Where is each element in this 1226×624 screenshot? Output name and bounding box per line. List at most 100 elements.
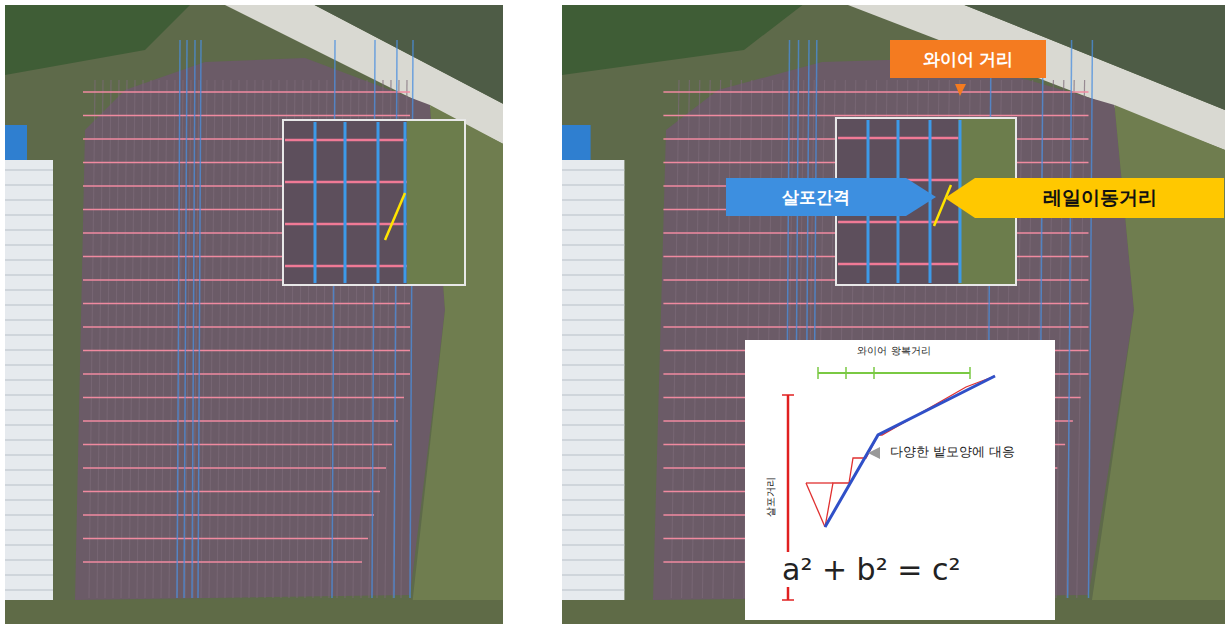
greenhouse-rib — [562, 545, 624, 546]
wire-line — [663, 303, 1088, 305]
wire-line — [83, 514, 374, 516]
greenhouse-rib — [5, 560, 53, 561]
greenhouse-rib — [562, 485, 624, 486]
greenhouse-rib — [5, 200, 53, 201]
diagram-label: 와이어 왕복거리 — [855, 344, 932, 358]
wire-line — [83, 303, 410, 305]
crop-row — [249, 80, 255, 598]
callout-pointer — [955, 84, 966, 96]
callout-text: 살포간격 — [782, 186, 850, 209]
crop-row — [1077, 80, 1085, 598]
diagram-label: 살포거리 — [764, 475, 778, 519]
greenhouse-rib — [5, 485, 53, 486]
wire-line — [83, 561, 362, 563]
greenhouse-rib — [562, 530, 624, 531]
greenhouse-rib — [562, 440, 624, 441]
crop-row — [713, 80, 721, 598]
callout-fill — [890, 40, 1046, 78]
rail-move-line — [934, 185, 951, 226]
ground — [5, 5, 503, 624]
greenhouse-rib — [562, 560, 624, 561]
greenhouse-rib — [5, 335, 53, 336]
callout-fill — [945, 178, 1224, 218]
greenhouse-rib — [562, 365, 624, 366]
inset-diagram — [745, 340, 1055, 620]
grass — [407, 121, 464, 284]
rail-line — [404, 122, 407, 283]
wire-line — [83, 326, 410, 328]
crop-row — [273, 80, 279, 598]
greenhouse-rib — [562, 395, 624, 396]
greenhouse-rib — [5, 245, 53, 246]
crop-row — [233, 80, 239, 598]
crop-row — [97, 80, 103, 598]
greenhouse-rib — [5, 590, 53, 591]
crop-row — [702, 80, 710, 598]
greenhouse-rib — [5, 230, 53, 231]
greenhouse-rib — [562, 470, 624, 471]
greenhouse-rib — [5, 395, 53, 396]
crop-row — [129, 80, 135, 598]
greenhouse-rib — [5, 440, 53, 441]
building — [5, 125, 27, 160]
greenhouse-rib — [562, 290, 624, 291]
crop-row — [734, 80, 742, 598]
crop-row — [257, 80, 263, 598]
greenhouse-rib — [5, 455, 53, 456]
wire-line — [83, 350, 410, 352]
crop-row — [121, 80, 127, 598]
aerial-photo-right — [562, 5, 1225, 624]
ground — [5, 600, 503, 624]
callout-text: 레일이동거리 — [1043, 185, 1157, 211]
greenhouse-rib — [5, 470, 53, 471]
callout-box: 와이어 거리 — [890, 40, 1046, 78]
greenhouse-rib — [562, 275, 624, 276]
wire-line — [83, 397, 404, 399]
greenhouse-rib — [562, 455, 624, 456]
greenhouse-rib — [5, 530, 53, 531]
crop-row — [89, 80, 95, 598]
greenhouse-rib — [5, 320, 53, 321]
crop-row — [671, 80, 679, 598]
greenhouse-rib — [562, 260, 624, 261]
crop-row — [113, 80, 119, 598]
greenhouse-rib — [5, 350, 53, 351]
callout-box: 살포간격 — [726, 178, 936, 216]
crop-row — [225, 80, 231, 598]
crop-row — [105, 80, 111, 598]
greenhouse-rib — [562, 380, 624, 381]
wire-line — [663, 91, 1088, 93]
crop-row — [692, 80, 700, 598]
rail-line — [184, 40, 187, 598]
callout-text: 와이어 거리 — [923, 48, 1014, 71]
greenhouse-rib — [5, 365, 53, 366]
greenhouse-rib — [562, 170, 624, 171]
rail-line — [192, 40, 195, 598]
diagram-label: 다양한 밭모양에 대응 — [888, 443, 1017, 461]
crop-row — [201, 80, 207, 598]
wire-line — [83, 91, 410, 93]
greenhouse-rib — [5, 575, 53, 576]
crop-row — [723, 80, 731, 598]
greenhouse-rib — [5, 545, 53, 546]
greenhouse-rib — [562, 590, 624, 591]
rail-line — [1068, 40, 1072, 598]
greenhouse-rib — [562, 515, 624, 516]
crop-row — [682, 80, 690, 598]
greenhouse-rib — [562, 410, 624, 411]
greenhouse-rib — [5, 500, 53, 501]
greenhouse-rib — [562, 215, 624, 216]
wire-line — [83, 538, 368, 540]
greenhouse-rib — [562, 350, 624, 351]
rail-line — [198, 40, 201, 598]
greenhouse-rib — [562, 185, 624, 186]
crop-row — [169, 80, 175, 598]
rail-line — [1089, 40, 1093, 598]
green-field — [562, 5, 809, 75]
crop-row — [217, 80, 223, 598]
crop-row — [241, 80, 247, 598]
callout-box: 레일이동거리 — [945, 178, 1224, 218]
greenhouse-rib — [562, 305, 624, 306]
crop-row — [153, 80, 159, 598]
